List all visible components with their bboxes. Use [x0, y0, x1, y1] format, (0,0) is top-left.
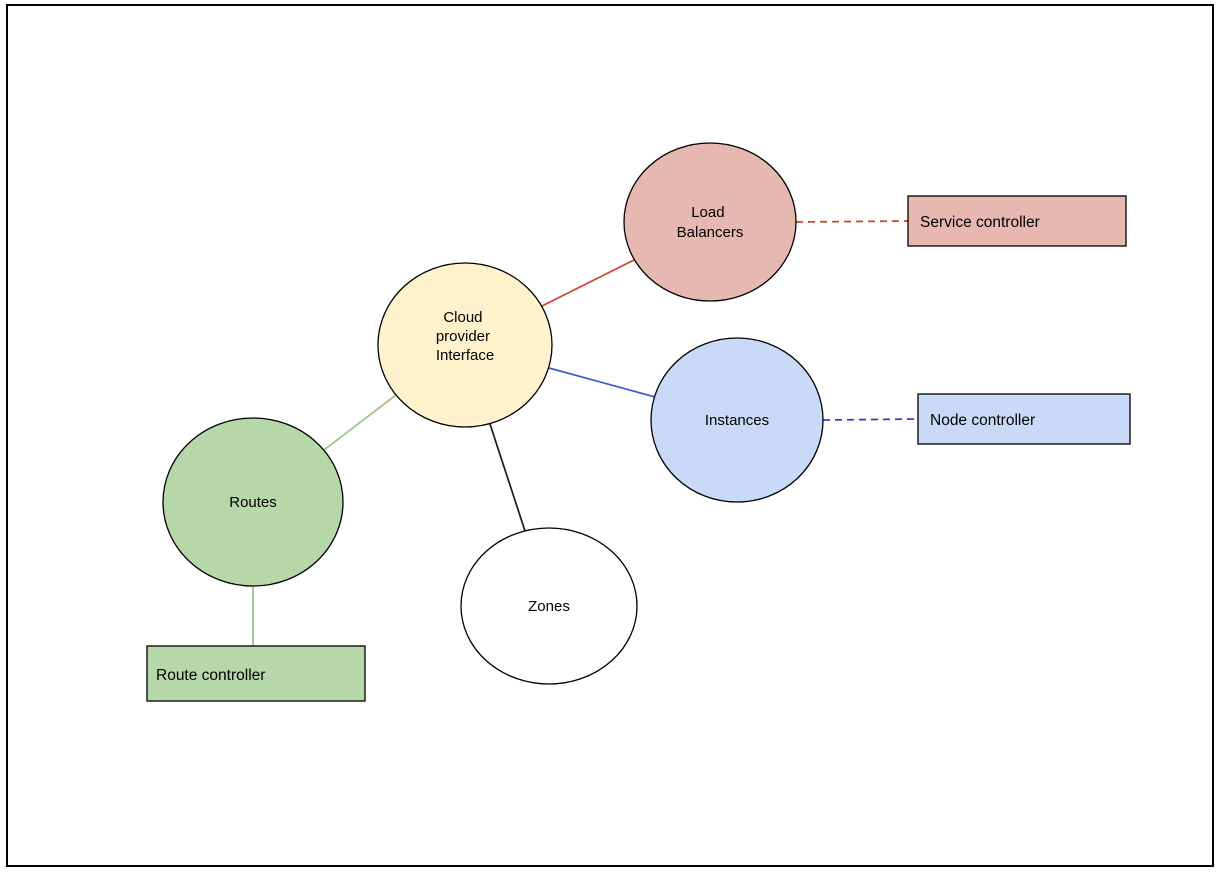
cloud-label-line2: provider: [436, 328, 490, 345]
instances-label: Instances: [705, 412, 769, 429]
zones-label: Zones: [528, 598, 570, 615]
route-controller-label: Route controller: [156, 667, 265, 684]
routes-label: Routes: [229, 494, 277, 511]
route-controller-box: [146, 645, 366, 702]
node-controller-box: [917, 393, 1131, 445]
service-controller-label: Service controller: [920, 214, 1040, 231]
instances-node: [650, 337, 824, 503]
load-balancers-node: [623, 142, 797, 302]
edge-cloud-zones: [489, 423, 526, 532]
edge-cloud-routes: [323, 394, 397, 451]
cloud-label-line1: Cloud: [443, 309, 482, 326]
edge-instances-node-controller: [822, 418, 919, 421]
routes-node: [162, 417, 344, 587]
cloud-label-line3: Interface: [436, 347, 494, 364]
load-balancers-label: Load Balancers: [677, 204, 744, 241]
zones-node: [460, 527, 638, 685]
load-balancers-label-line1: Load: [691, 204, 724, 221]
cloud-provider-interface-label: Cloud provider Interface: [436, 309, 494, 364]
cloud-provider-interface-node: [377, 262, 553, 428]
edge-load-balancers-service-controller: [795, 220, 909, 223]
edge-cloud-load-balancers: [541, 259, 635, 307]
service-controller-box: [907, 195, 1127, 247]
node-controller-label: Node controller: [930, 412, 1035, 429]
load-balancers-label-line2: Balancers: [677, 224, 744, 241]
edge-cloud-instances: [548, 367, 656, 398]
